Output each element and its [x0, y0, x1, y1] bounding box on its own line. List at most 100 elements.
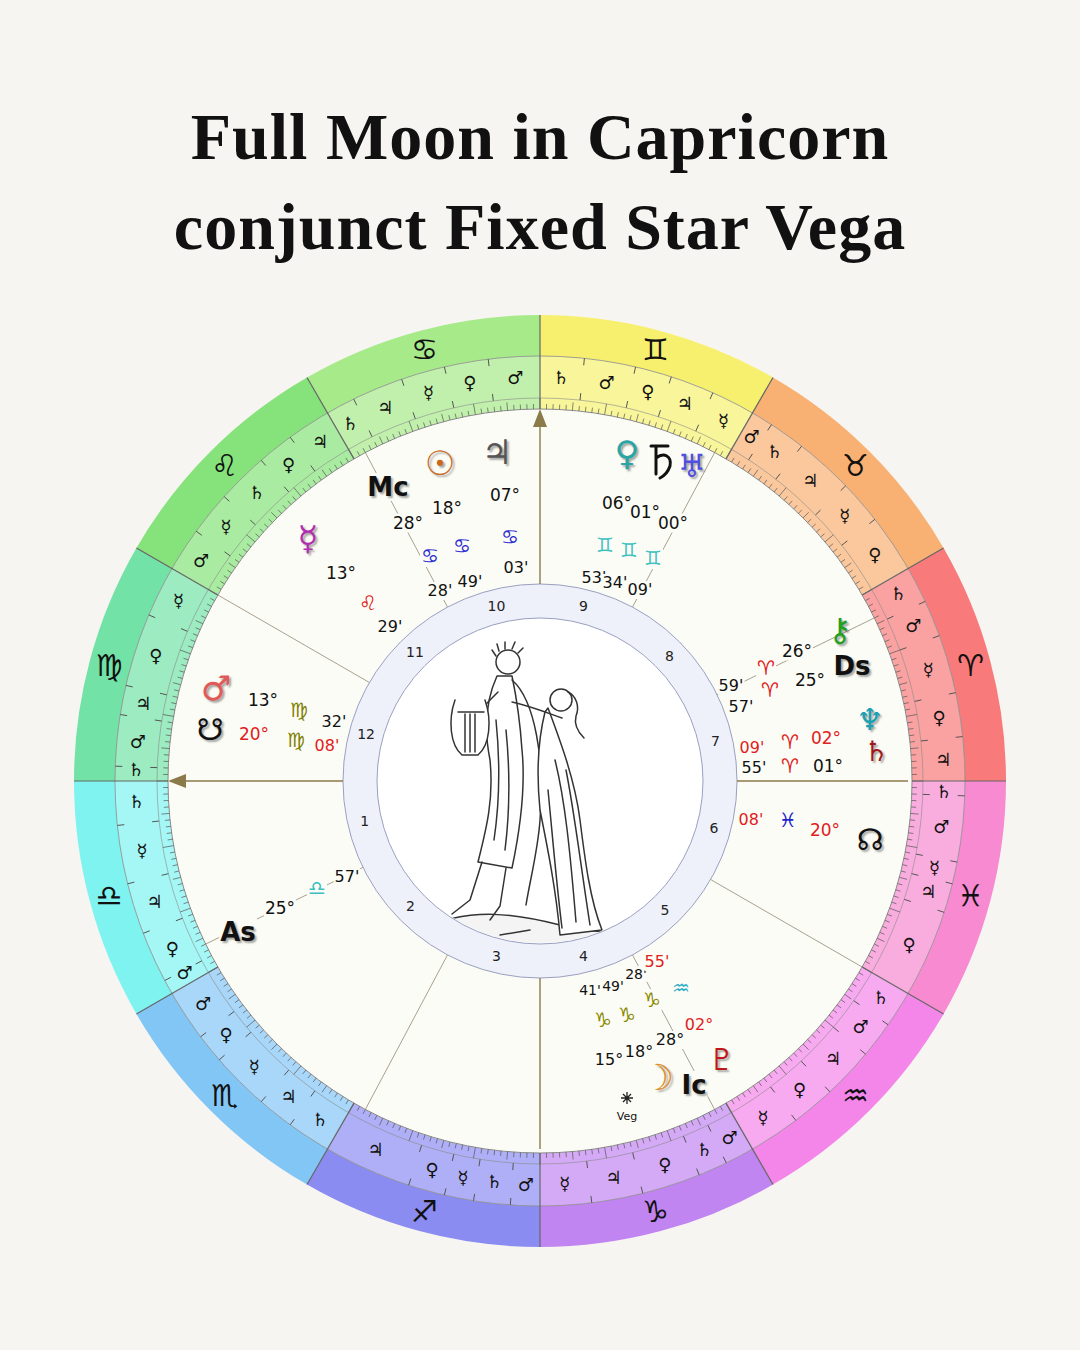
degree-tick: [340, 1096, 343, 1100]
degree-tick: [526, 1153, 527, 1158]
term-divider: [919, 601, 925, 604]
planet-glyph: ⚷: [828, 614, 851, 646]
term-divider: [860, 1050, 865, 1054]
term-divider: [946, 882, 953, 884]
term-divider: [419, 1145, 421, 1152]
degree-tick: [506, 402, 508, 410]
sign-glyph: ♏: [211, 1081, 238, 1111]
sign-divider: [912, 780, 1006, 781]
degree-tick: [784, 1062, 787, 1066]
term-divider: [479, 1159, 480, 1166]
degree-tick: [269, 519, 273, 522]
term-divider: [586, 1161, 588, 1168]
position-text: 09': [739, 739, 766, 757]
degree-tick: [779, 1066, 786, 1074]
house-number: 5: [661, 903, 670, 917]
degree-tick: [179, 890, 184, 891]
term-divider: [452, 1154, 454, 1161]
position-text: 08': [314, 737, 341, 755]
degree-tick: [283, 505, 286, 509]
degree-tick: [399, 431, 401, 436]
sign-glyph: ♍: [96, 651, 123, 681]
degree-tick: [667, 1131, 671, 1141]
degree-tick: [173, 877, 181, 879]
degree-tick: [902, 696, 907, 697]
degree-tick: [283, 1053, 286, 1057]
degree-tick: [369, 1112, 371, 1116]
degree-tick: [812, 1035, 816, 1038]
degree-tick: [163, 767, 168, 768]
degree-tick: [709, 1112, 711, 1116]
degree-tick: [164, 754, 169, 755]
house-number: 7: [711, 734, 720, 748]
term-ruler-glyph: ♂: [507, 369, 523, 387]
degree-tick: [907, 839, 912, 841]
term-ruler-glyph: ♂: [599, 374, 615, 392]
degree-tick: [859, 587, 863, 590]
degree-tick: [691, 437, 693, 442]
degree-tick: [759, 476, 762, 480]
degree-tick: [833, 549, 837, 552]
term-divider: [938, 910, 945, 912]
degree-tick: [500, 1151, 502, 1156]
term-divider: [150, 767, 157, 768]
degree-tick: [636, 1140, 638, 1148]
term-ruler-glyph: ♂: [518, 1176, 534, 1194]
angle-label: Mc: [366, 473, 409, 501]
degree-tick: [585, 1150, 587, 1155]
degree-tick: [732, 1100, 735, 1104]
degree-tick: [190, 640, 195, 642]
ring-line: [115, 356, 965, 1206]
degree-tick: [278, 510, 281, 514]
degree-tick: [207, 604, 211, 606]
degree-tick: [308, 484, 311, 488]
degree-tick: [462, 1145, 463, 1150]
degree-tick: [715, 448, 717, 452]
axis-line: [737, 780, 908, 781]
degree-tick: [837, 1005, 841, 1008]
term-divider: [369, 430, 372, 436]
position-text: 57': [728, 698, 755, 716]
degree-tick: [837, 554, 841, 557]
term-divider: [311, 465, 315, 471]
degree-tick: [269, 1039, 273, 1042]
degree-tick: [912, 767, 917, 768]
degree-tick: [578, 406, 580, 411]
sign-glyph: ♊: [642, 335, 669, 365]
term-ruler-glyph: ☿: [173, 592, 184, 610]
house-number: 4: [579, 949, 588, 963]
degree-tick: [235, 1000, 239, 1003]
degree-tick: [673, 1128, 675, 1133]
term-ruler-glyph: ♃: [606, 1169, 622, 1187]
term-ruler-glyph: ♃: [377, 399, 393, 417]
term-divider: [229, 1012, 235, 1016]
degree-tick: [841, 559, 845, 562]
term-divider: [842, 541, 848, 545]
degree-tick: [808, 1039, 812, 1042]
planet-glyph: ☊: [857, 825, 884, 855]
degree-tick: [890, 650, 900, 654]
sign-divider: [74, 780, 168, 781]
degree-tick: [825, 535, 833, 542]
sign-position-glyph: ♈: [760, 679, 780, 701]
degree-tick: [779, 488, 786, 496]
degree-tick: [685, 1123, 687, 1128]
degree-tick: [399, 1126, 401, 1131]
degree-tick: [387, 437, 389, 442]
term-divider: [768, 425, 772, 431]
degree-tick: [424, 422, 426, 427]
degree-tick: [748, 468, 751, 472]
degree-tick: [911, 754, 916, 755]
degree-tick: [313, 480, 316, 484]
degree-tick: [220, 978, 224, 981]
planet-glyph: ♅: [678, 450, 707, 482]
house-number: 12: [357, 727, 375, 741]
term-divider: [816, 510, 821, 515]
term-divider: [452, 401, 454, 408]
term-ruler-glyph: ♄: [312, 1111, 328, 1129]
term-ruler-glyph: ♂: [130, 733, 146, 751]
degree-tick: [193, 926, 198, 928]
degree-tick: [894, 896, 899, 898]
degree-tick: [322, 470, 327, 477]
degree-tick: [247, 1020, 255, 1027]
